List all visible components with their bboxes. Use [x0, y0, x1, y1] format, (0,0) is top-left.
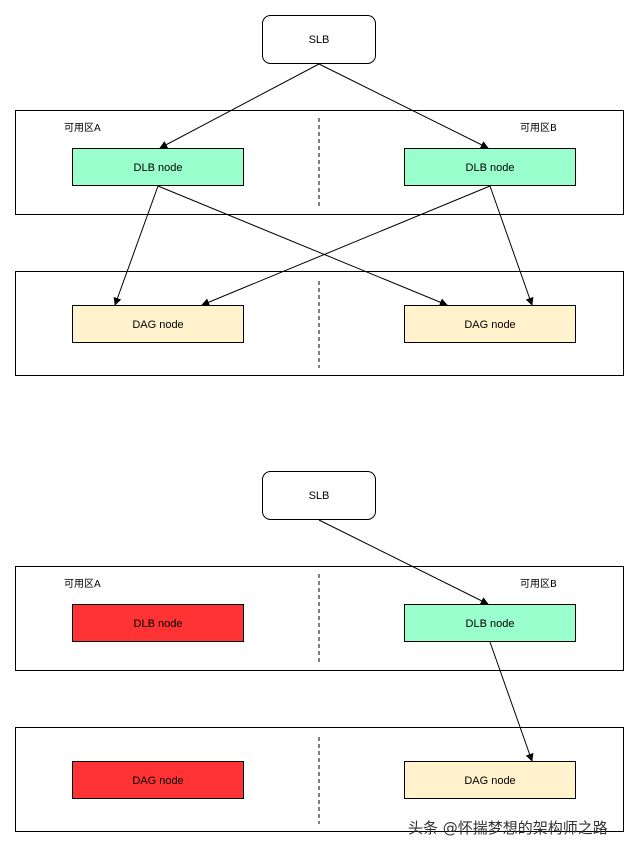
slb-box: [262, 471, 376, 520]
zone-b-label: 可用区B: [520, 578, 557, 590]
dlb-node-label: DLB node: [466, 162, 515, 174]
arrow-slb-to-dlb-a: [159, 63, 320, 149]
dlb-node-zone-b: [404, 604, 576, 642]
arrow-slb-to-dlb-b: [318, 519, 489, 605]
arrow-dlb-b-to-dag-b: [489, 185, 534, 306]
slb-label: SLB: [309, 490, 330, 502]
dag-node-zone-a: [72, 305, 244, 343]
arrow-dlb-a-to-dag-a: [113, 185, 159, 306]
arrow-dlb-b-to-dag-a: [201, 185, 491, 306]
dag-node-label: DAG node: [132, 775, 183, 787]
zone-a-label: 可用区A: [64, 578, 101, 590]
dag-node-zone-b: [404, 761, 576, 799]
arrow-dlb-b-to-dag-b: [489, 641, 534, 762]
dlb-node-zone-a: [72, 148, 244, 186]
arrow-dlb-a-to-dag-b: [157, 185, 448, 306]
diagram-zone-a-failure: SLB 可用区A 可用区B DLB node DLB node DAG node…: [15, 471, 624, 832]
dlb-node-label: DLB node: [466, 618, 515, 630]
diagram-normal: SLB 可用区A 可用区B DLB node DLB node DAG node…: [15, 15, 624, 376]
slb-label: SLB: [309, 34, 330, 46]
zone-a-label: 可用区A: [64, 122, 101, 134]
dag-node-label: DAG node: [464, 775, 515, 787]
dag-node-label: DAG node: [132, 319, 183, 331]
dag-node-label: DAG node: [464, 319, 515, 331]
dlb-node-label: DLB node: [134, 618, 183, 630]
dag-node-zone-a-failed: [72, 761, 244, 799]
slb-box: [262, 15, 376, 64]
dag-node-zone-b: [404, 305, 576, 343]
watermark: 头条 @怀揣梦想的架构师之路: [408, 819, 608, 837]
dlb-node-zone-b: [404, 148, 576, 186]
zone-b-label: 可用区B: [520, 122, 557, 134]
dlb-node-zone-a-failed: [72, 604, 244, 642]
dlb-node-label: DLB node: [134, 162, 183, 174]
arrow-slb-to-dlb-b: [318, 63, 489, 149]
